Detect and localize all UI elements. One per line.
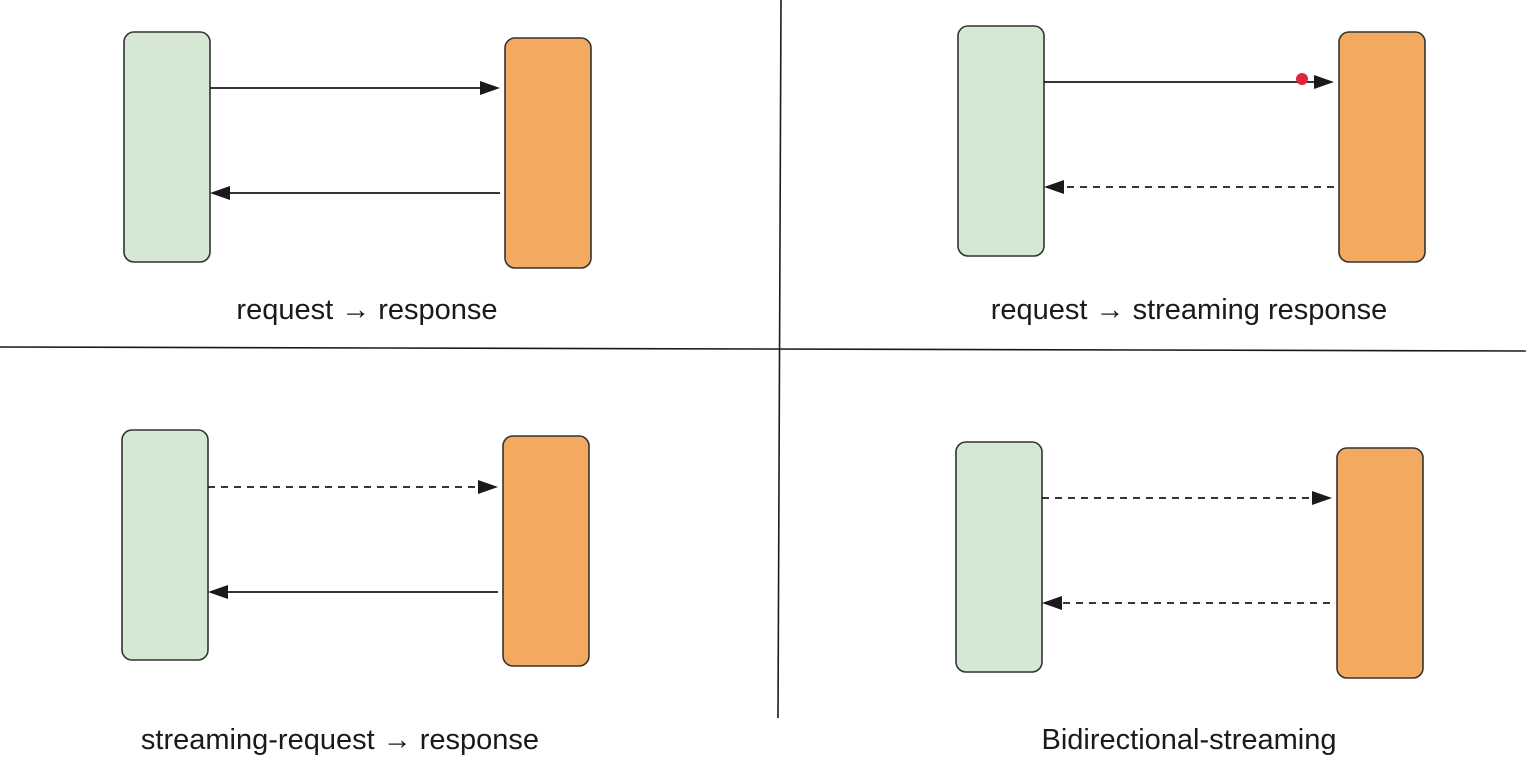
cursor-dot bbox=[1296, 73, 1308, 85]
panel-caption: request → streaming response bbox=[991, 294, 1388, 326]
client-box bbox=[123, 31, 211, 263]
request-arrow bbox=[210, 81, 500, 95]
streaming-response-arrow bbox=[1044, 180, 1334, 194]
panel-caption: Bidirectional-streaming bbox=[1042, 724, 1337, 756]
client-box bbox=[955, 441, 1043, 673]
client-box bbox=[957, 25, 1045, 257]
server-box bbox=[1336, 447, 1424, 679]
response-arrow bbox=[208, 585, 498, 599]
server-box bbox=[504, 37, 592, 269]
panel-streaming-request-response: streaming-request → response bbox=[121, 429, 590, 756]
streaming-request-arrow bbox=[208, 480, 498, 494]
panel-request-streaming-response: request → streaming response bbox=[957, 25, 1426, 326]
server-box bbox=[502, 435, 590, 667]
server-box bbox=[1338, 31, 1426, 263]
request-arrow bbox=[1044, 75, 1334, 89]
response-arrow bbox=[210, 186, 500, 200]
panel-caption: request → response bbox=[236, 294, 497, 326]
client-box bbox=[121, 429, 209, 661]
vertical-divider bbox=[777, 0, 782, 719]
panel-bidirectional-streaming: Bidirectional-streaming bbox=[955, 441, 1424, 756]
panel-caption: streaming-request → response bbox=[141, 724, 539, 756]
streaming-response-arrow bbox=[1042, 596, 1330, 610]
panel-request-response: request → response bbox=[123, 31, 592, 326]
streaming-request-arrow bbox=[1042, 491, 1332, 505]
horizontal-divider bbox=[0, 346, 1526, 352]
